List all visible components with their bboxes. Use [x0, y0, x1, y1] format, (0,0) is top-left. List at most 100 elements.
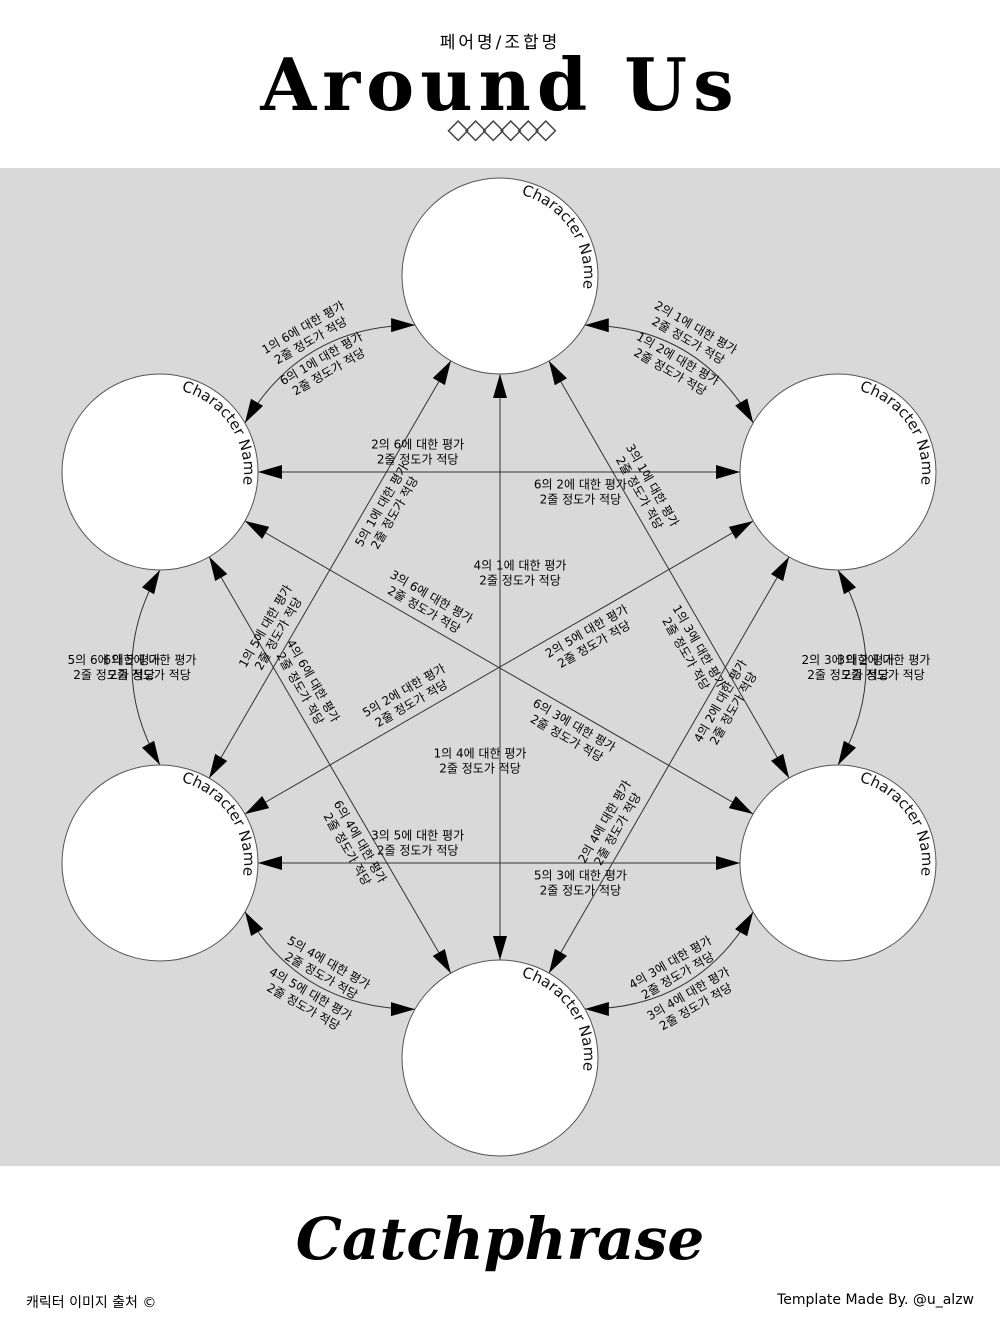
edge-label-line: 1의 4에 대한 평가	[434, 746, 527, 760]
image-credit: 캐릭터 이미지 출처 ©	[26, 1295, 157, 1311]
arrowhead	[391, 318, 416, 333]
arrowhead	[584, 1002, 609, 1017]
diamond-decoration: ◇◇◇◇◇◇	[447, 112, 556, 145]
edge-line	[584, 911, 754, 1010]
edge-label-line: 3의 2에 대한 평가	[838, 653, 931, 667]
arrowhead	[244, 520, 270, 540]
edge-label-line: 2줄 정도가 적당	[807, 668, 889, 682]
arrowhead	[548, 360, 567, 386]
edge-label-line: 2줄 정도가 적당	[73, 668, 155, 682]
edge-5-6	[131, 569, 161, 766]
edge-layer	[131, 318, 867, 1017]
character-portrait-circle[interactable]	[401, 177, 599, 375]
edge-2-4	[548, 556, 790, 974]
edge-label-line: 2의 3에 대한 평가	[802, 653, 895, 667]
arrowhead	[716, 856, 740, 870]
edge-label-line: 3의 5에 대한 평가	[371, 829, 464, 843]
relationship-diagram: Character Name 1Character Name 2Characte…	[0, 168, 1000, 1166]
edge-label-line: 2줄 정도가 적당	[540, 493, 622, 507]
edge-1-2	[584, 318, 754, 424]
character-portrait-circle[interactable]	[739, 764, 937, 962]
arrowhead	[432, 360, 451, 386]
edge-2-3	[837, 569, 867, 766]
arrowhead	[728, 520, 754, 540]
arrowhead	[244, 795, 270, 815]
edge-6-2	[258, 465, 740, 479]
arrowhead	[735, 398, 754, 423]
edge-label-line: 2줄 정도가 적당	[540, 884, 622, 898]
arrowhead	[548, 948, 568, 974]
edge-6-4	[208, 556, 452, 974]
arrowhead	[770, 556, 790, 582]
arrowhead	[493, 374, 507, 398]
edge-5-3	[258, 856, 740, 870]
edge-label-line: 2줄 정도가 적당	[843, 668, 925, 682]
character-portrait-circle[interactable]	[401, 959, 599, 1157]
arrowhead	[141, 570, 160, 595]
pair-name: 페어명/조합명	[439, 33, 561, 53]
edge-1-5	[208, 360, 452, 779]
edge-line	[131, 569, 161, 766]
character-portrait-circle[interactable]	[61, 764, 259, 962]
edge-label-line: 4의 1에 대한 평가	[474, 559, 567, 573]
arrowhead	[432, 948, 451, 974]
edge-label-line: 5의 6에 대한 평가	[68, 653, 161, 667]
arrowhead	[209, 556, 228, 582]
arrowhead	[390, 1002, 415, 1017]
edge-4-5	[244, 911, 415, 1017]
edge-label-line: 2줄 정도가 적당	[377, 453, 459, 467]
arrowhead	[728, 795, 754, 815]
arrowhead	[141, 740, 160, 765]
edge-label-line: 6의 5에 대한 평가	[104, 653, 197, 667]
edge-label-line: 2줄 정도가 적당	[439, 761, 521, 775]
edge-label-line: 2줄 정도가 적당	[479, 574, 561, 588]
arrowhead	[735, 911, 754, 937]
character-node-6[interactable]: Character Name 6	[0, 168, 259, 571]
arrowhead	[258, 856, 282, 870]
character-portrait-circle[interactable]	[739, 373, 937, 571]
arrowhead	[209, 753, 228, 779]
edge-label-line: 2의 6에 대한 평가	[371, 438, 464, 452]
catchphrase: Catchphrase	[295, 1205, 705, 1273]
page-title: Around Us	[260, 42, 740, 127]
character-portrait-circle[interactable]	[61, 373, 259, 571]
edge-line	[837, 569, 867, 766]
header: 페어명/조합명 Around Us ◇◇◇◇◇◇	[0, 0, 1000, 168]
arrowhead	[838, 570, 857, 595]
arrowhead	[838, 740, 857, 765]
edge-line	[244, 911, 415, 1010]
relationship-diagram-svg: Character Name 1Character Name 2Characte…	[0, 168, 937, 1157]
template-credit: Template Made By. @u_alzw	[777, 1292, 974, 1308]
arrowhead	[493, 936, 507, 960]
edge-label-line: 2줄 정도가 적당	[377, 844, 459, 858]
arrowhead	[716, 465, 740, 479]
edge-3-4	[584, 911, 754, 1017]
edge-line	[584, 324, 754, 424]
edge-label-line: 2줄 정도가 적당	[109, 668, 191, 682]
edge-line	[548, 556, 790, 974]
edge-1-6	[244, 318, 416, 424]
arrowhead	[771, 753, 790, 779]
edge-label-line: 5의 3에 대한 평가	[534, 869, 627, 883]
arrowhead	[244, 398, 264, 424]
arrowhead	[584, 318, 609, 333]
arrowhead	[258, 465, 282, 479]
edge-line	[244, 324, 416, 424]
